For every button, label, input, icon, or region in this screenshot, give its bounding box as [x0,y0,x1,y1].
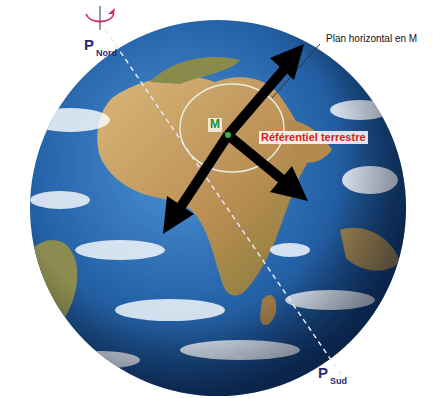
point-label: M [208,118,222,132]
rotation-axis [100,22,342,376]
rotation-arrowhead [108,8,115,14]
ocean [30,20,406,396]
point-m [225,132,231,138]
pole-subscript: Nord [96,48,117,58]
pole-letter: P [318,364,328,381]
pole-letter: P [84,36,94,53]
frame-label: Référentiel terrestre [259,131,368,144]
pole-subscript: Sud [330,376,347,386]
axis-tip [99,6,100,30]
plane-label: Plan horizontal en M [324,33,419,45]
globe-shading [30,20,406,396]
